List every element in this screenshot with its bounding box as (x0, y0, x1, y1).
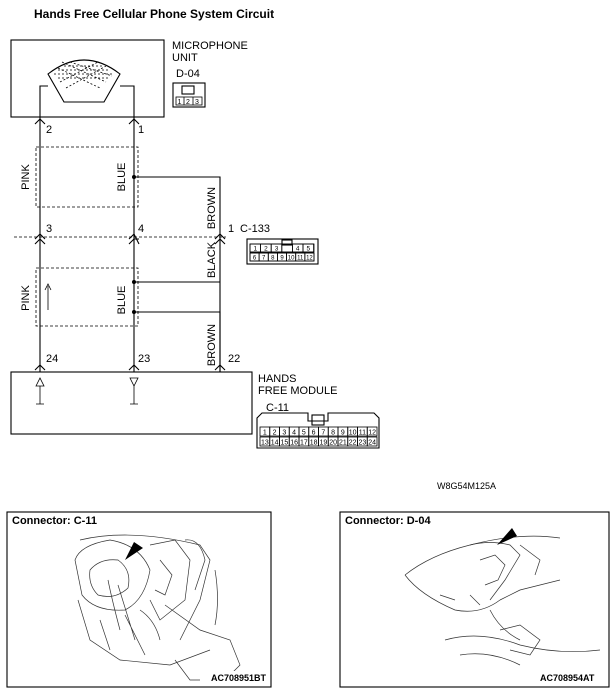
pin-mod-brown: 22 (228, 353, 240, 365)
junction-connector-label: C-133 (240, 223, 270, 235)
photo-panel-c11: Connector: C-11 AC708951BT (6, 511, 272, 688)
module-pin-5: 5 (302, 430, 306, 437)
photo-d04-caption: Connector: D-04 (345, 515, 431, 527)
wire-lower-left: PINK (20, 285, 32, 311)
arrow-up-icon (44, 283, 52, 310)
junction-pin-4: 4 (296, 246, 300, 253)
module-pin-16: 16 (290, 440, 298, 447)
lower-shield-box (35, 267, 139, 327)
module-pin-17: 17 (300, 440, 308, 447)
pointer-arrow-icon (497, 528, 517, 545)
wire-black: BLACK (206, 241, 218, 278)
wire-lower-brown: BROWN (206, 324, 218, 366)
module-name-line2: FREE MODULE (258, 385, 337, 397)
output-arrow-icon (129, 377, 139, 405)
module-pin-14: 14 (271, 440, 279, 447)
wire-upper-brown: BROWN (206, 187, 218, 229)
mic-pin-1: 1 (178, 99, 182, 106)
junction-pin-11: 11 (297, 256, 304, 262)
module-pin-1: 1 (263, 430, 267, 437)
module-pin-20: 20 (329, 440, 337, 447)
mic-pin-3: 3 (195, 99, 199, 106)
dashboard-illustration (74, 534, 241, 681)
module-pin-24: 24 (368, 440, 376, 447)
junction-pin-2: 2 (264, 246, 268, 253)
junction-pin-1: 1 (253, 246, 257, 253)
photo-d04-code: AC708954AT (540, 673, 595, 683)
junction-pin-cell (302, 243, 315, 253)
diagram-code: W8G54M125A (437, 481, 496, 491)
pin-mod-left: 24 (46, 353, 58, 365)
junction-pin-3: 3 (275, 246, 279, 253)
pin-mod-right: 23 (138, 353, 150, 365)
hands-free-module (10, 371, 253, 435)
pin-mid-right: 4 (138, 223, 144, 235)
photo-panel-d04: Connector: D-04 AC708954AT (339, 511, 610, 688)
module-pin-18: 18 (310, 440, 318, 447)
pin-mic-right: 1 (138, 124, 144, 136)
module-connector-label: C-11 (266, 402, 289, 414)
junction-pin: 1 (228, 223, 234, 235)
module-pin-22: 22 (349, 440, 357, 447)
microphone-connector-face: 1 2 3 (172, 82, 206, 108)
module-pin-8: 8 (331, 430, 335, 437)
module-pin-10: 10 (349, 430, 357, 437)
microphone-name-line2: UNIT (172, 52, 198, 64)
microphone-connector-label: D-04 (176, 68, 200, 80)
input-arrow-icon (35, 377, 45, 405)
module-pin-4: 4 (292, 430, 296, 437)
module-pin-12: 12 (368, 430, 376, 437)
mic-pin-2: 2 (186, 99, 190, 106)
module-pin-15: 15 (280, 440, 288, 447)
microphone-name-line1: MICROPHONE (172, 40, 248, 52)
module-pin-3: 3 (282, 430, 286, 437)
junction-pin-5: 5 (306, 246, 310, 253)
module-pin-9: 9 (341, 430, 345, 437)
headliner-illustration (404, 535, 601, 666)
module-pin-11: 11 (359, 430, 366, 437)
junction-pin-6: 6 (253, 256, 257, 262)
module-pin-cell (366, 426, 378, 437)
module-pin-6: 6 (312, 430, 316, 437)
module-name-line1: HANDS (258, 373, 297, 385)
wire-upper-right: BLUE (116, 163, 128, 192)
module-pin-19: 19 (319, 440, 327, 447)
microphone-icon (47, 59, 121, 103)
junction-pin-9: 9 (280, 256, 284, 262)
junction-pin-7: 7 (262, 256, 266, 262)
module-pin-cell (366, 436, 378, 447)
junction-pin-10: 10 (288, 256, 295, 262)
pointer-arrow-icon (125, 542, 143, 560)
wire-lower-right: BLUE (116, 286, 128, 315)
junction-pin-12: 12 (306, 256, 313, 262)
pin-mid-left: 3 (46, 223, 52, 235)
wire-upper-left: PINK (20, 164, 32, 190)
module-pin-21: 21 (339, 440, 347, 447)
upper-shield-box (35, 146, 139, 208)
module-pin-7: 7 (321, 430, 325, 437)
junction-pin-cell (304, 252, 315, 262)
wires (39, 117, 221, 372)
pin-mic-left: 2 (46, 124, 52, 136)
photo-c11-code: AC708951BT (211, 673, 267, 683)
page-title: Hands Free Cellular Phone System Circuit (34, 7, 274, 21)
module-pin-13: 13 (261, 440, 269, 447)
module-pin-23: 23 (358, 440, 366, 447)
microphone-unit (10, 39, 165, 118)
junction-pin-8: 8 (271, 256, 275, 262)
photo-c11-caption: Connector: C-11 (12, 515, 97, 527)
module-pin-2: 2 (273, 430, 277, 437)
